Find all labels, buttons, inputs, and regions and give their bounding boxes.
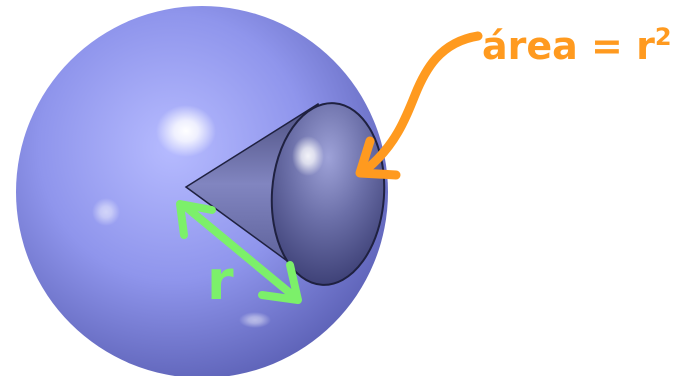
- radius-label: r: [207, 249, 234, 312]
- sphere-highlight: [92, 198, 120, 226]
- area-label-exponent: 2: [655, 23, 672, 51]
- radius-arrow: [176, 200, 302, 304]
- sphere-highlight: [156, 105, 216, 157]
- area-arrow: [355, 31, 483, 180]
- area-label-text: área = r: [482, 24, 655, 68]
- cone-base: [270, 102, 386, 286]
- area-label: área = r2: [482, 23, 672, 68]
- sphere-highlight: [239, 312, 271, 328]
